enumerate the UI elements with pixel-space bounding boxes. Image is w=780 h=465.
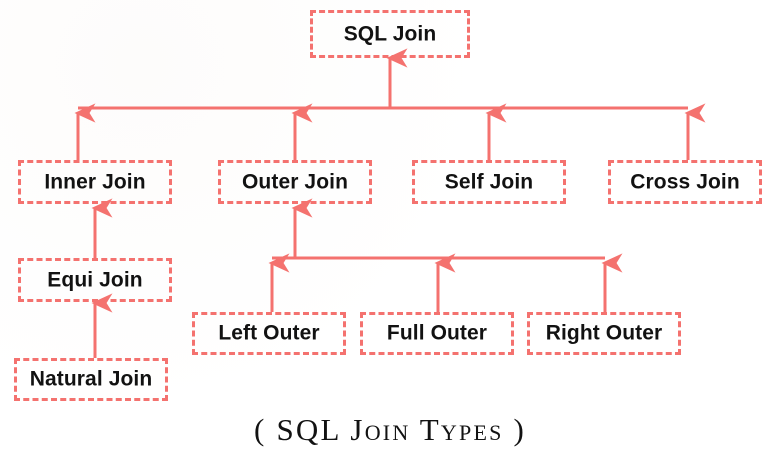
node-right-outer[interactable]: Right Outer: [527, 312, 681, 355]
node-sql-join[interactable]: SQL Join: [310, 10, 470, 58]
node-inner-join-label: Inner Join: [44, 170, 146, 193]
node-outer-join-label: Outer Join: [241, 170, 348, 193]
node-equi-join-label: Equi Join: [47, 268, 143, 291]
node-right-outer-label: Right Outer: [545, 321, 663, 345]
node-sql-join-label: SQL Join: [343, 22, 437, 45]
node-full-outer-label: Full Outer: [386, 321, 488, 345]
node-inner-join[interactable]: Inner Join: [18, 160, 172, 204]
node-natural-join-label: Natural Join: [29, 367, 153, 391]
node-left-outer[interactable]: Left Outer: [192, 312, 346, 355]
node-outer-join[interactable]: Outer Join: [218, 160, 372, 204]
node-self-join-label: Self Join: [444, 170, 534, 193]
node-full-outer[interactable]: Full Outer: [360, 312, 514, 355]
node-left-outer-label: Left Outer: [218, 321, 320, 345]
node-equi-join[interactable]: Equi Join: [18, 258, 172, 302]
node-cross-join-label: Cross Join: [630, 170, 740, 193]
node-self-join[interactable]: Self Join: [412, 160, 566, 204]
node-cross-join[interactable]: Cross Join: [608, 160, 762, 204]
node-natural-join[interactable]: Natural Join: [14, 358, 168, 401]
diagram-caption: ( SQL Join Types ): [254, 412, 526, 447]
